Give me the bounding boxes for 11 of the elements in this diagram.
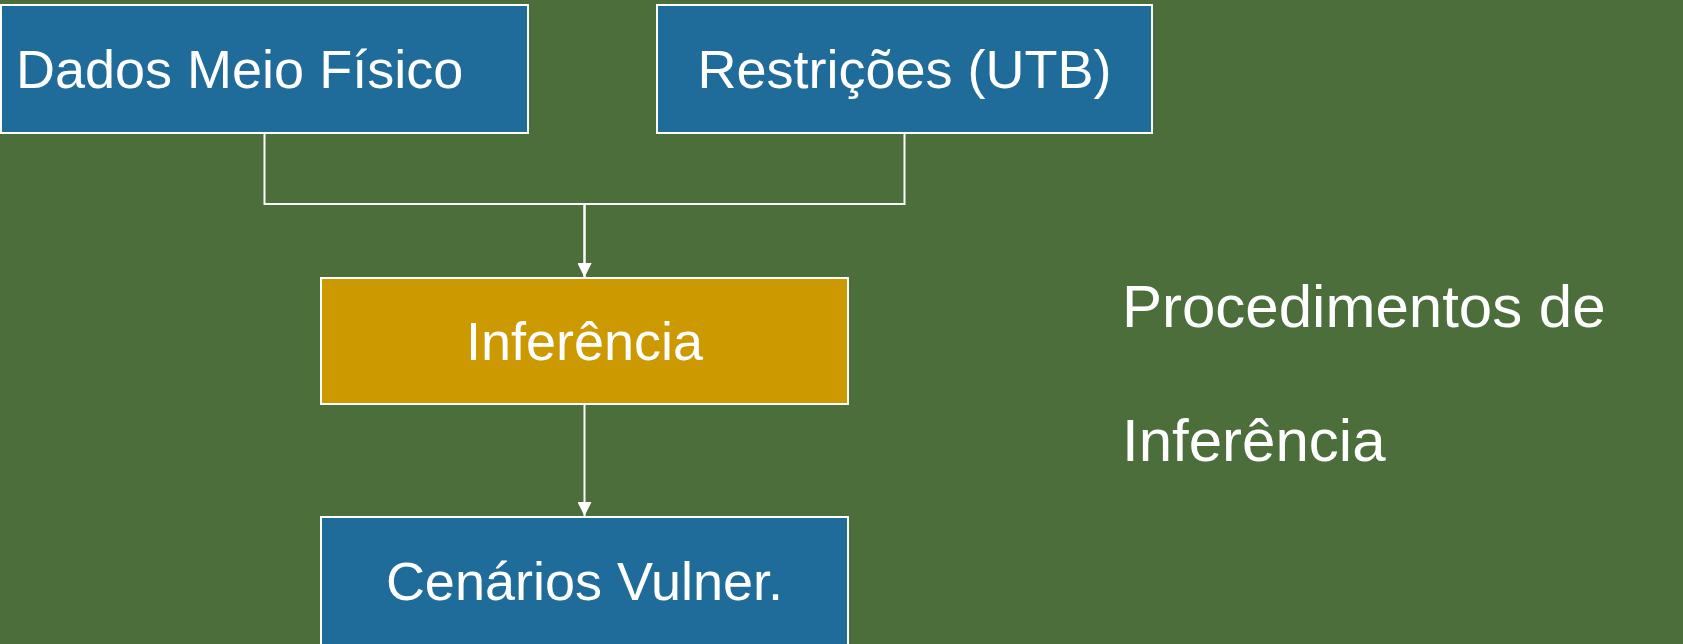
connector-arrow (577, 133, 906, 278)
box-label: Inferência (465, 310, 704, 372)
data-box (656, 4, 1153, 134)
connector-arrow (577, 404, 592, 517)
data-box (320, 516, 849, 644)
box-label: Cenários Vulner. (385, 550, 784, 612)
box-label: Dados Meio Físico (16, 38, 464, 100)
data-box (0, 4, 529, 134)
side-heading: Procedimentos de Inferência (1122, 272, 1607, 476)
box-label: Restrições (UTB) (697, 38, 1112, 100)
process-box (320, 277, 849, 405)
